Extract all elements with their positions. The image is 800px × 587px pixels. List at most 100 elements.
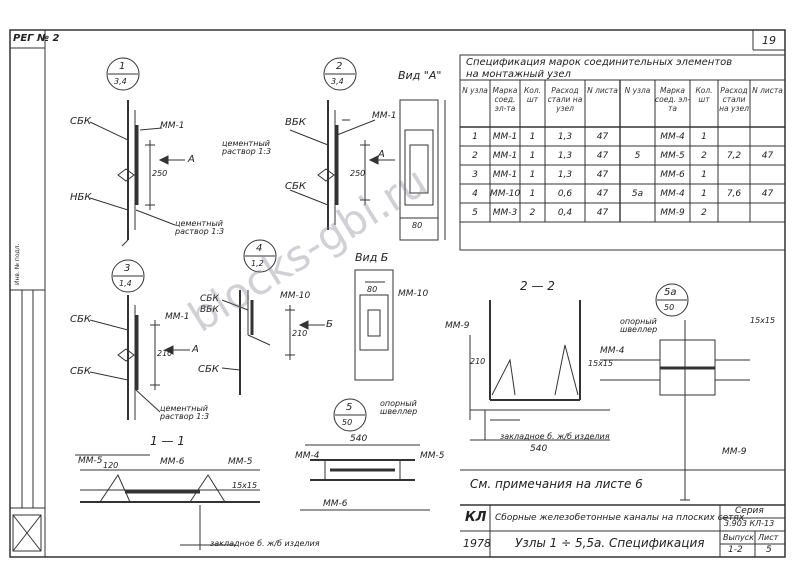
spec-header-node: N узла bbox=[462, 86, 488, 95]
label-sbk: СБК bbox=[200, 294, 219, 304]
spec-cell: 2 bbox=[701, 208, 707, 218]
label-mm10: ММ-10 bbox=[280, 291, 311, 301]
label-arrow-a: А bbox=[192, 344, 199, 355]
spec-header-node-2: N узла bbox=[624, 86, 651, 95]
spec-cell: ММ-1 bbox=[492, 170, 518, 180]
spec-cell: ММ-10 bbox=[490, 189, 521, 199]
spec-cell: ММ-4 bbox=[660, 132, 685, 142]
spec-cell: 1 bbox=[701, 132, 707, 142]
spec-cell: 1 bbox=[701, 189, 707, 199]
spec-cell: ММ-5 bbox=[660, 151, 685, 161]
titleblock-subject: Узлы 1 ÷ 5,5а. Спецификация bbox=[515, 536, 705, 550]
note-text: См. примечания на листе 6 bbox=[470, 477, 643, 491]
label-arrow-a: А bbox=[378, 149, 385, 160]
spec-cell: 1,3 bbox=[557, 132, 573, 142]
titleblock-series-label: Серия bbox=[735, 506, 764, 516]
spec-cell: 5 bbox=[472, 208, 478, 218]
titleblock-year: 1978 bbox=[463, 537, 491, 550]
node-2-sheet: 3,4 bbox=[331, 77, 344, 86]
spec-cell: 47 bbox=[596, 208, 609, 218]
node-1-number: 1 bbox=[119, 61, 126, 72]
spec-header-mark: Марка соед. эл-та bbox=[492, 86, 518, 113]
label-cement: цементный раствор 1:3 bbox=[175, 219, 225, 236]
label-nbk: НБК bbox=[70, 192, 92, 203]
label-channel: опорный швеллер bbox=[620, 317, 658, 334]
label-vbk: ВБК bbox=[285, 117, 306, 128]
label-mm1: ММ-1 bbox=[165, 312, 190, 322]
node-5a-number: 5а bbox=[664, 287, 677, 298]
node-5a-sheet: 50 bbox=[664, 303, 675, 312]
spec-cell: 1 bbox=[529, 132, 536, 142]
titleblock-issue-label: Выпуск bbox=[723, 533, 754, 542]
titleblock-sheet-label: Лист bbox=[758, 533, 779, 542]
label-sbk: СБК bbox=[198, 364, 219, 375]
node-1-sheet: 3,4 bbox=[114, 77, 127, 86]
spec-title-line2: на монтажный узел bbox=[466, 69, 571, 80]
spec-cell: 2 bbox=[472, 151, 478, 161]
spec-header-steel: Расход стали на узел bbox=[547, 86, 583, 113]
spec-cell: 1 bbox=[529, 170, 536, 180]
spec-cell: ММ-3 bbox=[492, 208, 518, 218]
spec-cell: ММ-4 bbox=[660, 189, 685, 199]
spec-cell: 1 bbox=[472, 132, 478, 142]
label-arrow-a: А bbox=[188, 154, 195, 165]
spec-cell: 1 bbox=[701, 170, 707, 180]
spec-header-sheet: N листа bbox=[587, 86, 618, 95]
spec-cell: ММ-1 bbox=[492, 132, 518, 142]
spec-cell: 47 bbox=[596, 132, 609, 142]
dim-250: 250 bbox=[350, 169, 366, 178]
section-2-2-title: 2 — 2 bbox=[520, 279, 555, 293]
node-5-sheet: 50 bbox=[342, 418, 353, 427]
label-mm9: ММ-9 bbox=[722, 447, 747, 457]
node-3-number: 3 bbox=[124, 263, 131, 274]
label-mm1: ММ-1 bbox=[160, 121, 185, 131]
label-mm10: ММ-10 bbox=[398, 289, 429, 299]
node-2-number: 2 bbox=[336, 61, 343, 72]
label-weld: 15x15 bbox=[750, 316, 776, 325]
label-weld: 15x15 bbox=[588, 359, 614, 368]
spec-cell: 4 bbox=[472, 189, 478, 199]
spec-cell: 3 bbox=[472, 170, 478, 180]
label-cement: цементный раствор 1:3 bbox=[160, 404, 210, 421]
node-3-sheet: 1,4 bbox=[119, 279, 132, 288]
spec-cell: 1,3 bbox=[557, 151, 573, 161]
spec-header-steel-2: Расход стали на узел bbox=[719, 86, 749, 113]
dim-120: 120 bbox=[103, 461, 119, 470]
side-stamp-text: Инв. № подл. bbox=[14, 243, 21, 285]
sheet-number: 19 bbox=[762, 34, 776, 47]
dim-80: 80 bbox=[367, 285, 378, 294]
spec-title-line1: Спецификация марок соединительных элемен… bbox=[466, 57, 733, 68]
spec-header-sheet-2: N листа bbox=[752, 86, 783, 95]
dim-210: 210 bbox=[292, 329, 308, 338]
label-sbk: СБК bbox=[285, 181, 306, 192]
label-view-b: Вид Б bbox=[355, 251, 389, 264]
spec-cell: 1,3 bbox=[557, 170, 573, 180]
titleblock-sheet-value: 5 bbox=[766, 545, 772, 555]
node-4-number: 4 bbox=[256, 243, 263, 254]
titleblock-description: Сборные железобетонные каналы на плоских… bbox=[495, 513, 745, 523]
spec-cell: 2 bbox=[529, 208, 536, 218]
label-mm9: ММ-9 bbox=[445, 321, 470, 331]
node-4-sheet: 1,2 bbox=[251, 259, 264, 268]
spec-cell: 0,4 bbox=[557, 208, 573, 218]
label-sbk: СБК bbox=[70, 366, 91, 377]
label-channel: опорный швеллер bbox=[380, 399, 418, 416]
label-sbk: СБК bbox=[70, 314, 91, 325]
spec-cell: 47 bbox=[761, 189, 774, 199]
spec-cell: 2 bbox=[701, 151, 707, 161]
spec-cell: 1 bbox=[529, 151, 536, 161]
spec-cell: ММ-6 bbox=[660, 170, 685, 180]
spec-cell: ММ-1 bbox=[492, 151, 518, 161]
label-sbk: СБК bbox=[70, 116, 91, 127]
dim-80: 80 bbox=[412, 221, 423, 230]
label-mm6: ММ-6 bbox=[323, 499, 348, 509]
spec-cell: 5 bbox=[634, 151, 641, 161]
dim-250: 250 bbox=[152, 169, 168, 178]
label-vbk: ВБК bbox=[200, 305, 219, 315]
spec-cell: ММ-9 bbox=[660, 208, 685, 218]
node-5-number: 5 bbox=[346, 402, 353, 413]
label-arrow-b: Б bbox=[326, 319, 333, 330]
label-mm1: ММ-1 bbox=[372, 111, 397, 121]
